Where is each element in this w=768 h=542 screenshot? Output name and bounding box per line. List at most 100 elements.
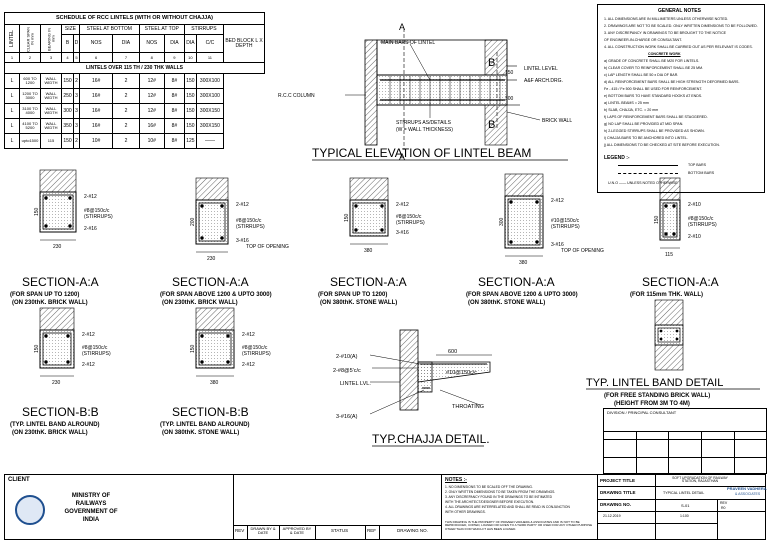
- stirrup-note: (STIRRUPS): [236, 224, 265, 230]
- notes-title: GENERAL NOTES: [658, 8, 701, 14]
- bottom-bars-label: 2-#12: [82, 362, 95, 368]
- tb-note-line: 1. NO DIMENSIONS TO BE SCALED OFF THE DR…: [445, 485, 533, 489]
- section-sub1: (FOR SPAN UP TO 1200): [318, 292, 387, 298]
- legend-uno: U.N.O —— UNLESS NOTED OTHERWISE: [608, 181, 678, 185]
- tb-note-line: WITH OTHER DRAWINGS.: [445, 510, 486, 514]
- note-line: e) BOTTOM BARS TO HAVE STANDARD HOOKS AT…: [604, 94, 703, 98]
- label-stirrups-note: (W = WALL THICKNESS): [396, 127, 453, 133]
- section-1: 2-#12#8@150c/c(STIRRUPS)2-#16230150SECTI…: [10, 169, 113, 306]
- legend-bottom-bars: BOTTOM BARS: [688, 171, 715, 175]
- stirrup-label: #8@150c/c: [82, 345, 108, 351]
- section-sub1: (TYP. LINTEL BAND ALROUND): [160, 422, 250, 428]
- band-sub1: (FOR FREE STANDING BRICK WALL): [604, 393, 710, 399]
- bottom-bars-label: 2-#10: [688, 234, 701, 240]
- chajja-main-bars: #10@150c/c: [446, 370, 477, 376]
- stirrup-label: #10@150c/c: [551, 218, 580, 224]
- cell-nos2: 2: [112, 133, 140, 149]
- section-title: SECTION-A:A: [478, 275, 555, 289]
- rev-col-drawn: DRAWN BY & DATE: [250, 526, 276, 535]
- top-bars-label: 2-#12: [551, 198, 564, 204]
- title-block: CLIENT MINISTRY OF RAILWAYS GOVERNMENT O…: [4, 474, 767, 540]
- drawing-canvas: A A B B MAIN BARS OF LINTEL R.C.C COLUMN…: [10, 22, 760, 447]
- client-label: CLIENT: [8, 477, 30, 483]
- width-dim: 230: [52, 380, 61, 386]
- section-title: SECTION-A:A: [330, 275, 407, 289]
- label-brick-wall: BRICK WALL: [542, 118, 572, 124]
- section-sub2: (ON 380thK. STONE WALL): [320, 300, 397, 306]
- note-line: j) ALL DIMENSIONS TO BE CHECKED AT SITE …: [604, 143, 720, 147]
- label-lintel-level: LINTEL LEVEL: [524, 66, 558, 72]
- stirrup-label: #8@150c/c: [688, 216, 714, 222]
- chajja-top-bars: 2-#10(A): [336, 354, 358, 360]
- rev-col-drawing-no: DRAWING NO.: [397, 528, 428, 533]
- stirrup-label: #8@150c/c: [84, 208, 110, 214]
- section-5: 2-#10#8@150c/c(STIRRUPS)2-#10115150SECTI…: [630, 177, 719, 298]
- section-sub1: (FOR SPAN ABOVE 1200 & UPTO 3000): [160, 292, 272, 298]
- section-6: 2-#12#8@150c/c(STIRRUPS)2-#12230150SECTI…: [10, 307, 111, 436]
- note-line: CONCRETE WORK: [648, 52, 681, 56]
- depth-dim: 150: [654, 215, 660, 224]
- section-title: SECTION-A:A: [642, 275, 719, 289]
- section-title: SECTION-A:A: [172, 275, 249, 289]
- label-main-bars: MAIN BARS OF LINTEL: [381, 40, 435, 46]
- chajja-throating: THROATING: [452, 404, 484, 410]
- stirrup-label: #8@150c/c: [236, 218, 262, 224]
- note-line: h) 2-LEGGED STIRRUPS SHALL BE PROVIDED A…: [604, 129, 705, 133]
- width-dim: 230: [53, 244, 62, 250]
- chajja-title: TYP.CHAJJA DETAIL.: [372, 432, 490, 446]
- rev-no: R0: [721, 506, 726, 510]
- firm-name: PRAVEEN VADHERA: [727, 486, 767, 491]
- band-sub2: (HEIGHT FROM 3M TO 4M): [614, 401, 690, 407]
- note-line: a) LINTEL BEAMS = 25 mm: [604, 101, 649, 105]
- rev-col-ref: REF: [367, 528, 376, 533]
- label-stirrups: STIRRUPS AS/DETAILS: [396, 120, 452, 126]
- property-note: THIS DRAWING IS THE PROPERTY OF PRAVEEN …: [445, 520, 593, 531]
- bottom-bars-label: 3-#16: [236, 238, 249, 244]
- legend-top-bars: TOP BARS: [688, 163, 707, 167]
- chajja-dist-bars: 2-#8@5'c/c: [333, 368, 361, 374]
- lintel-schedule-table: SCHEDULE OF RCC LINTELS (WITH OR WITHOUT…: [4, 12, 265, 149]
- project-title-label: PROJECT TITLE: [600, 478, 636, 483]
- chajja-lintel-level: LINTEL LVL.: [340, 381, 371, 387]
- cell-nos: 10#: [78, 133, 114, 149]
- tb-notes-title: NOTES :-: [445, 477, 467, 483]
- section-sub2: (ON 380thK. STONE WALL): [162, 430, 239, 436]
- stirrup-note: (STIRRUPS): [82, 351, 111, 357]
- chajja-dim-600: 600: [448, 349, 457, 355]
- label-arch-drg: A&F ARCH.DRG.: [524, 78, 563, 84]
- cell-stir: 8#: [163, 133, 185, 149]
- section-sub1: (FOR SPAN ABOVE 1200 & UPTO 3000): [466, 292, 578, 298]
- note-line: OF ENGINEER-IN-CHARGE OR CONSULTANT.: [604, 38, 682, 42]
- section-title: SECTION-A:A: [22, 275, 99, 289]
- drawing-date: 21.12.2019: [603, 514, 621, 518]
- stirrup-label: #8@150c/c: [242, 345, 268, 351]
- railways-logo: [15, 495, 45, 525]
- note-line: i) CHAJJA BARS TO BE ANCHORED INTO LINTE…: [604, 136, 688, 140]
- depth-dim: 150: [34, 344, 40, 353]
- section-marker-a-bottom: A: [399, 152, 405, 162]
- client-line-3: GOVERNMENT OF: [64, 509, 118, 515]
- chajja-bottom-bars: 3-#16(A): [336, 414, 358, 420]
- rev-col-rev: REV: [235, 528, 245, 533]
- depth-dim: 200: [190, 217, 196, 226]
- section-sub1: (TYP. LINTEL BAND ALROUND): [10, 422, 100, 428]
- note-line: g) NO LAP SHALL BE PROVIDED AT MID SPAN.: [604, 122, 684, 126]
- rev-label: REV: [720, 501, 728, 505]
- note-line: 4. ALL CONSTRUCTION WORK SHALL BE CARRIE…: [604, 45, 753, 49]
- top-bars-label: 2-#12: [396, 202, 409, 208]
- note-line: 3. ANY DISCREPANCY IN DRAWINGS TO BE BRO…: [604, 31, 727, 35]
- depth-dim: 150: [190, 344, 196, 353]
- tb-note-line: WITH THE ARCHITECT/DESIGNER BEFORE EXECU…: [445, 500, 535, 504]
- chajja-detail: [369, 329, 492, 415]
- col-bed-block: BED BLOCK L X DEPTH: [223, 24, 265, 63]
- bottom-bars-label: 3-#16: [551, 242, 564, 248]
- stirrup-note: (STIRRUPS): [84, 214, 113, 220]
- note-line: d) ALL REINFORCEMENT BARS SHALL BE HIGH …: [604, 80, 740, 84]
- drawing-title: TYPICAL LINTEL DETAIL: [663, 491, 705, 495]
- division-box: DIVISION / PRINCIPAL CONSULTANT: [603, 408, 767, 474]
- section-sub2: (ON 230thK. BRICK WALL): [12, 430, 88, 436]
